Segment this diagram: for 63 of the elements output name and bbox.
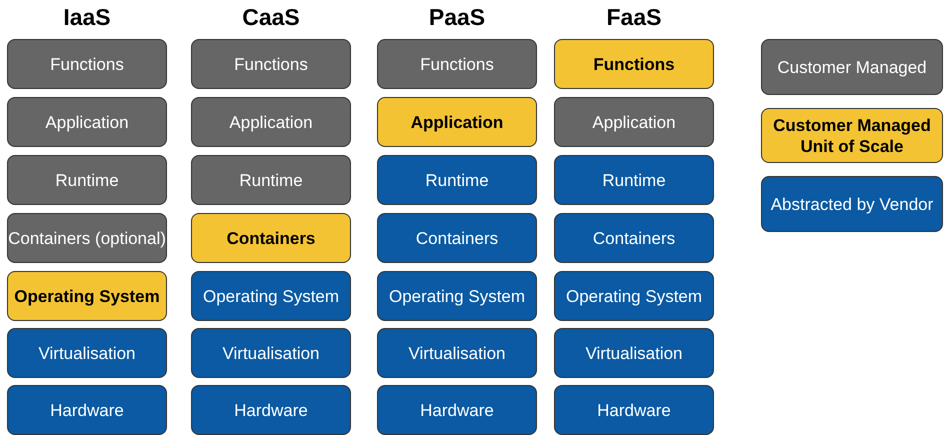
layer-box bbox=[7, 97, 167, 147]
layer-box bbox=[7, 213, 167, 263]
layer-box bbox=[377, 155, 537, 205]
layer-label: Containers bbox=[592, 228, 676, 248]
column-heading: CaaS bbox=[241, 4, 301, 31]
layer-box bbox=[7, 155, 167, 205]
column-heading: PaaS bbox=[428, 4, 486, 31]
layer-box bbox=[554, 213, 714, 263]
layer-label: Application bbox=[229, 112, 313, 132]
layer-box bbox=[7, 385, 167, 435]
layer-box bbox=[191, 328, 351, 378]
layer-label: Application bbox=[45, 112, 129, 132]
layer-label: Application bbox=[410, 112, 504, 132]
layer-label: Application bbox=[592, 112, 676, 132]
layer-box bbox=[191, 385, 351, 435]
column-heading: IaaS bbox=[62, 4, 112, 31]
layer-box bbox=[191, 213, 351, 263]
legend-label: Customer Managed Unit of Scale bbox=[772, 114, 932, 156]
layer-label: Runtime bbox=[55, 170, 119, 190]
layer-label: Virtualisation bbox=[222, 342, 320, 364]
layer-box bbox=[377, 39, 537, 89]
layer-box bbox=[377, 328, 537, 378]
layer-label: Containers bbox=[416, 228, 498, 248]
layer-label: Hardware bbox=[50, 400, 124, 420]
layer-label: Operating System bbox=[202, 286, 340, 306]
layer-box bbox=[554, 155, 714, 205]
layer-label: Runtime bbox=[239, 170, 303, 190]
layer-box bbox=[554, 97, 714, 147]
layer-label: Containers bbox=[226, 228, 316, 248]
layer-label: Virtualisation bbox=[585, 342, 683, 364]
layer-label: Runtime bbox=[602, 170, 666, 190]
layer-box bbox=[377, 271, 537, 321]
layer-box bbox=[554, 385, 714, 435]
layer-label: Functions bbox=[593, 54, 675, 74]
layer-box bbox=[191, 97, 351, 147]
layer-box bbox=[554, 271, 714, 321]
layer-label: Operating System bbox=[388, 286, 526, 306]
layer-label: Virtualisation bbox=[38, 342, 136, 364]
layer-box bbox=[191, 39, 351, 89]
layer-box bbox=[7, 39, 167, 89]
layer-label: Operating System bbox=[566, 286, 702, 306]
layer-box bbox=[191, 155, 351, 205]
layer-box bbox=[377, 385, 537, 435]
layer-label: Functions bbox=[50, 54, 124, 74]
legend-label: Abstracted by Vendor bbox=[770, 194, 934, 214]
layer-label: Hardware bbox=[234, 400, 308, 420]
layer-label: Hardware bbox=[420, 400, 494, 420]
layer-box bbox=[377, 213, 537, 263]
layer-label: Functions bbox=[420, 54, 494, 74]
layer-label: Hardware bbox=[597, 400, 671, 420]
layer-label: Functions bbox=[234, 54, 308, 74]
layer-label: Operating System bbox=[14, 286, 160, 306]
layer-label: Containers (optional) bbox=[8, 228, 166, 248]
layer-box bbox=[7, 271, 167, 321]
column-heading: FaaS bbox=[606, 4, 662, 31]
layer-box bbox=[191, 271, 351, 321]
layer-box bbox=[554, 39, 714, 89]
layer-box bbox=[7, 328, 167, 378]
layer-box bbox=[554, 328, 714, 378]
layer-box bbox=[377, 97, 537, 147]
legend-label: Customer Managed bbox=[776, 56, 928, 78]
layer-label: Runtime bbox=[425, 170, 489, 190]
layer-label: Virtualisation bbox=[408, 342, 506, 364]
